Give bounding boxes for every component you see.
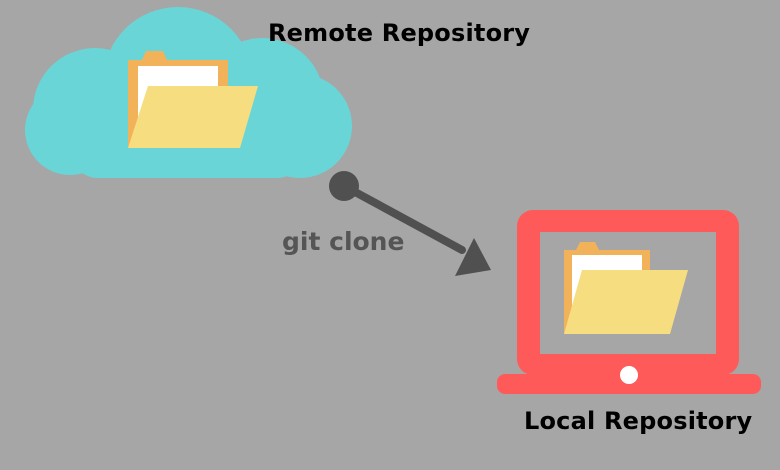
local-folder-icon [564, 242, 688, 334]
laptop-camera-dot [620, 366, 638, 384]
local-repository-label: Local Repository [524, 407, 753, 435]
remote-repository-label: Remote Repository [268, 19, 531, 47]
arrow-shaft [340, 182, 466, 254]
folder-front [564, 270, 688, 334]
git-clone-label: git clone [282, 227, 405, 256]
remote-folder-icon [128, 51, 258, 148]
git-clone-arrow [329, 171, 491, 276]
arrow-head-icon [455, 238, 491, 276]
folder-front [128, 86, 258, 148]
